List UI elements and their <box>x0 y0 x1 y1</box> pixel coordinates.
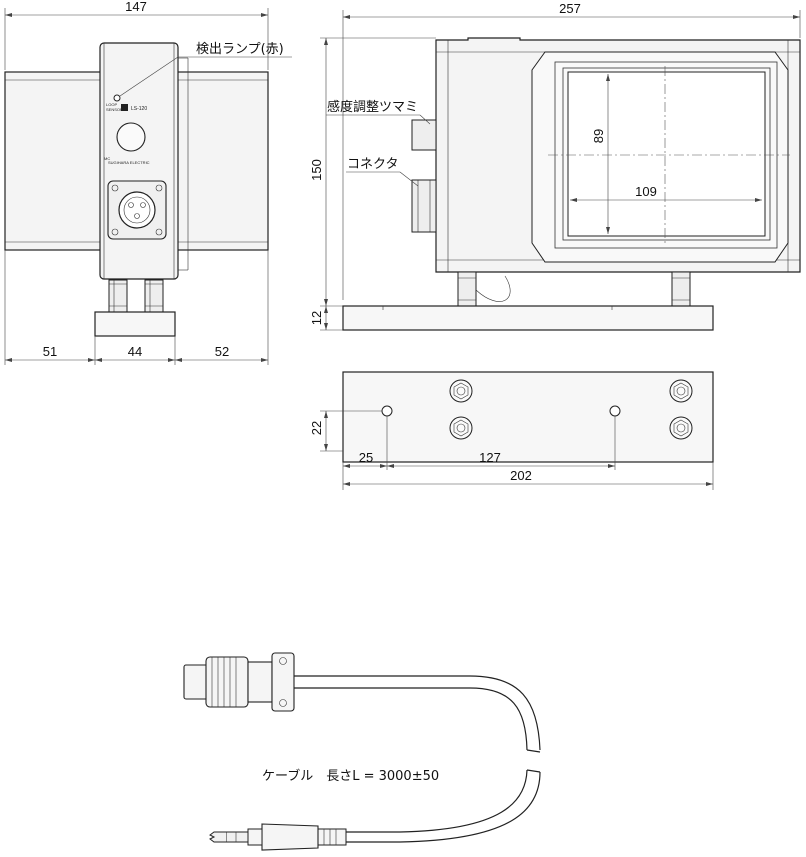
cable-connector-flange <box>271 652 295 712</box>
phone-plug-body <box>261 823 319 851</box>
dim-hole-offset-y: 22 <box>309 421 324 435</box>
dim-base-length: 202 <box>510 468 532 483</box>
base-nut-1 <box>449 379 473 403</box>
base-nut-3 <box>669 379 693 403</box>
cable-lower-edge <box>345 771 541 843</box>
detection-lamp <box>113 94 121 102</box>
dim-front-width: 147 <box>125 0 147 14</box>
dim-side-width: 257 <box>559 1 581 16</box>
dim-front-mid: 44 <box>128 344 142 359</box>
mount-post-right <box>144 279 164 313</box>
side-base <box>342 305 714 331</box>
mount-post-left <box>108 279 128 313</box>
dim-base-thickness: 12 <box>309 311 324 325</box>
front-base <box>94 311 176 337</box>
base-nut-2 <box>449 416 473 440</box>
cable-upper-edge <box>294 675 541 751</box>
sensitivity-knob <box>116 122 146 152</box>
side-knob <box>411 119 437 151</box>
mount-hole-right <box>609 405 621 417</box>
base-nut-4 <box>669 416 693 440</box>
panel-maker-short: MC <box>104 156 110 161</box>
dim-front-right: 52 <box>215 344 229 359</box>
lamp-leader-line <box>119 56 179 97</box>
panel-model-text: LS-120 <box>131 106 147 112</box>
mount-hole-left <box>381 405 393 417</box>
dim-hole-offset-x: 25 <box>359 450 373 465</box>
side-post-left <box>457 271 477 307</box>
front-view: 147 LOOP SENSOR LS-120 MC SUGIHARA ELECT… <box>4 0 292 365</box>
cable-length-label: ケーブル 長さL = 3000±50 <box>262 768 439 784</box>
brand-logo-icon <box>121 104 128 111</box>
side-view: 257 150 12 89 109 <box>309 1 801 331</box>
panel-loop-text: LOOP <box>106 102 117 107</box>
dim-window-width: 109 <box>635 184 657 199</box>
side-connector <box>411 179 437 233</box>
cable-assembly: ケーブル 長さL = 3000±50 <box>183 652 541 851</box>
panel-sensor-text: SENSOR <box>106 107 123 112</box>
base-top-view: 22 25 127 202 <box>309 371 714 490</box>
ground-wire <box>475 275 511 302</box>
base-plate <box>342 371 714 463</box>
panel-maker-text: SUGIHARA ELECTRIC <box>108 160 150 165</box>
dim-height: 150 <box>309 159 324 181</box>
sensitivity-label: 感度調整ツマミ <box>327 99 418 115</box>
phone-plug-strain-relief <box>317 828 347 846</box>
side-post-right <box>671 271 691 307</box>
lamp-label: 検出ランプ(赤) <box>196 42 284 57</box>
phone-plug-tip <box>209 831 226 843</box>
detection-window <box>567 71 766 237</box>
dim-front-left: 51 <box>43 344 57 359</box>
dim-hole-pitch: 127 <box>479 450 501 465</box>
dim-window-height: 89 <box>591 129 606 143</box>
phone-plug-sleeve <box>225 831 249 843</box>
connector-label: コネクタ <box>347 157 398 172</box>
connector-socket <box>118 191 156 229</box>
